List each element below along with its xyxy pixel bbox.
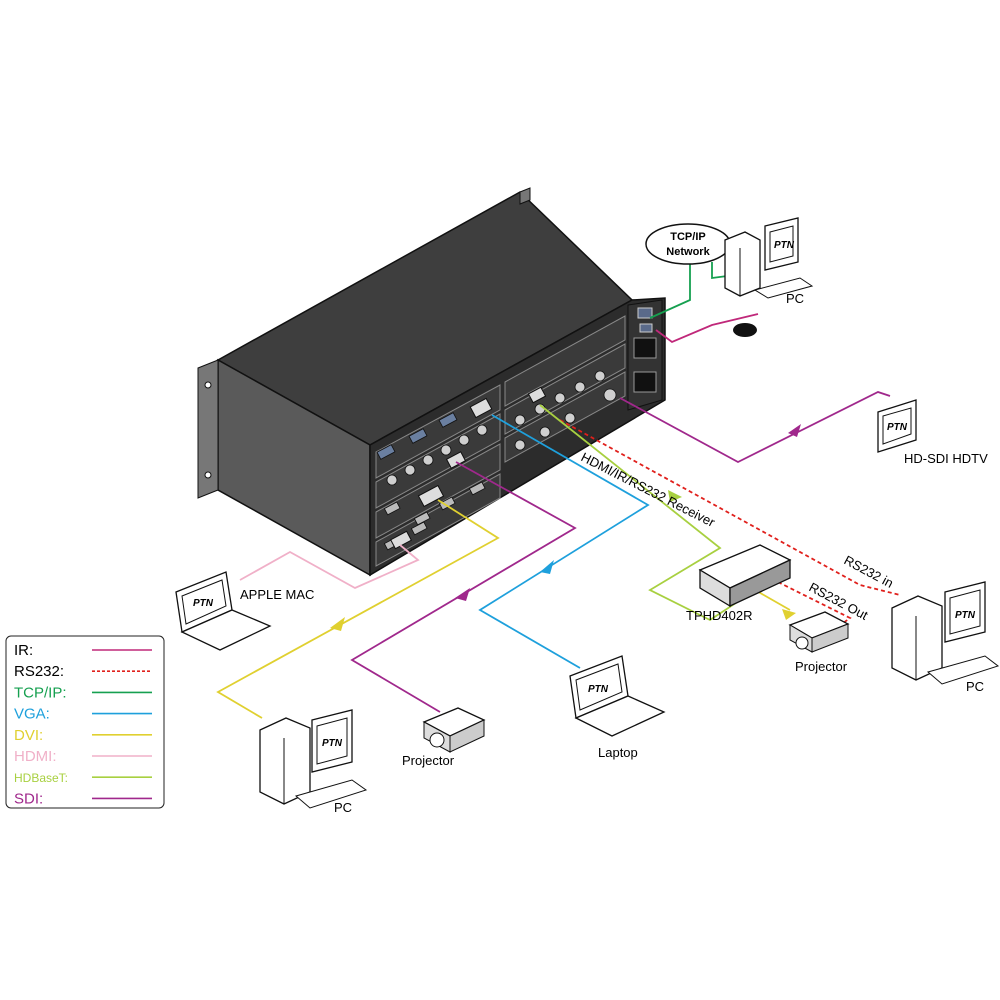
- cable-hdmi: [239, 544, 420, 590]
- cable-vga: [478, 414, 650, 669]
- arrow-hdbaset: [668, 490, 682, 502]
- laptop-logo: PTN: [588, 684, 609, 695]
- cable-arrows: [330, 424, 801, 631]
- control-panel: [627, 299, 663, 411]
- pc-bottom-label: PC: [334, 800, 352, 815]
- cable-dvi: [216, 499, 500, 719]
- ir-sensor: [733, 323, 757, 337]
- cable-tcpip: [649, 262, 691, 319]
- projector-mid: Projector: [402, 707, 486, 768]
- hdmi-plug: [390, 530, 412, 550]
- rs232-in-label: RS232 in: [842, 552, 896, 590]
- arrow-dvi: [330, 617, 345, 631]
- hdtv-logo: PTN: [887, 422, 908, 433]
- pc-bottom-logo: PTN: [322, 738, 343, 749]
- tphd402r-receiver: TPHD402R: [686, 544, 792, 623]
- projector-mid-label: Projector: [402, 753, 455, 768]
- cable-sdi-out: [619, 391, 891, 464]
- sdi-plug: [445, 451, 467, 469]
- tphd402r-label: TPHD402R: [686, 608, 752, 623]
- arrow-vga: [540, 560, 554, 574]
- pc-top-logo: PTN: [774, 240, 795, 251]
- projector-right: Projector: [788, 611, 850, 674]
- power-socket-1: [633, 337, 657, 359]
- vga-connectors: [376, 412, 458, 460]
- ethernet-port: [637, 307, 653, 319]
- legend-items: IR: RS232: TCP/IP: VGA: DVI: HDMI: HDBaseT: SDI…: [14, 642, 152, 807]
- pc-right: PTN PC: [891, 581, 1000, 694]
- network-label-line1: TCP/IP: [670, 231, 705, 243]
- network-label-line2: Network: [666, 246, 710, 258]
- pc-right-logo: PTN: [955, 610, 976, 621]
- arrow-sdi-projector: [455, 588, 470, 601]
- legend-label-6: HDBaseT:: [14, 771, 68, 785]
- cable-ir: [655, 313, 759, 344]
- pc-top: PTN PC: [724, 217, 814, 306]
- laptop: PTN Laptop: [569, 655, 666, 760]
- pc-top-label: PC: [786, 291, 804, 306]
- projector-right-label: Projector: [795, 659, 848, 674]
- legend-label-5: HDMI:: [14, 748, 57, 765]
- apple-mac-label: APPLE MAC: [240, 587, 314, 602]
- network-cloud: TCP/IP Network: [645, 223, 731, 265]
- apple-mac-laptop: PTN APPLE MAC: [175, 571, 314, 651]
- power-socket-2: [633, 371, 657, 393]
- hd-sdi-hdtv: PTN HD-SDI HDTV: [877, 399, 988, 466]
- matrix-switcher-chassis: [197, 187, 666, 577]
- legend: IR: RS232: TCP/IP: VGA: DVI: HDMI: HDBaseT: SDI…: [5, 635, 165, 809]
- pc-bottom: PTN PC: [259, 709, 368, 815]
- apple-mac-logo: PTN: [193, 598, 214, 609]
- arrow-rs232-out: [782, 609, 796, 620]
- arrow-sdi-hdtv: [788, 424, 801, 437]
- vga-plug: [469, 397, 493, 419]
- rs232-port: [639, 323, 653, 333]
- dvi-plug: [417, 484, 445, 508]
- cable-rs232-in: [559, 419, 901, 596]
- legend-label-7: SDI:: [14, 790, 43, 807]
- legend-label-4: DVI:: [14, 727, 43, 744]
- rack-ear-top: [519, 187, 531, 205]
- legend-box: [5, 635, 165, 809]
- hdtv-label: HD-SDI HDTV: [904, 451, 988, 466]
- rack-ear-left: [197, 359, 219, 499]
- legend-label-1: RS232:: [14, 663, 64, 680]
- laptop-label: Laptop: [598, 745, 638, 760]
- legend-label-3: VGA:: [14, 706, 50, 723]
- bnc-connectors: [386, 370, 617, 486]
- legend-label-2: TCP/IP:: [14, 684, 67, 701]
- receiver-cable-label: HDMI/IR/RS232 Receiver: [579, 449, 718, 530]
- cable-hdbaset: [539, 404, 749, 622]
- legend-label-0: IR:: [14, 642, 33, 659]
- pc-right-label: PC: [966, 679, 984, 694]
- cable-hdmi-projector: [754, 589, 791, 611]
- hdbaset-plug: [527, 386, 547, 404]
